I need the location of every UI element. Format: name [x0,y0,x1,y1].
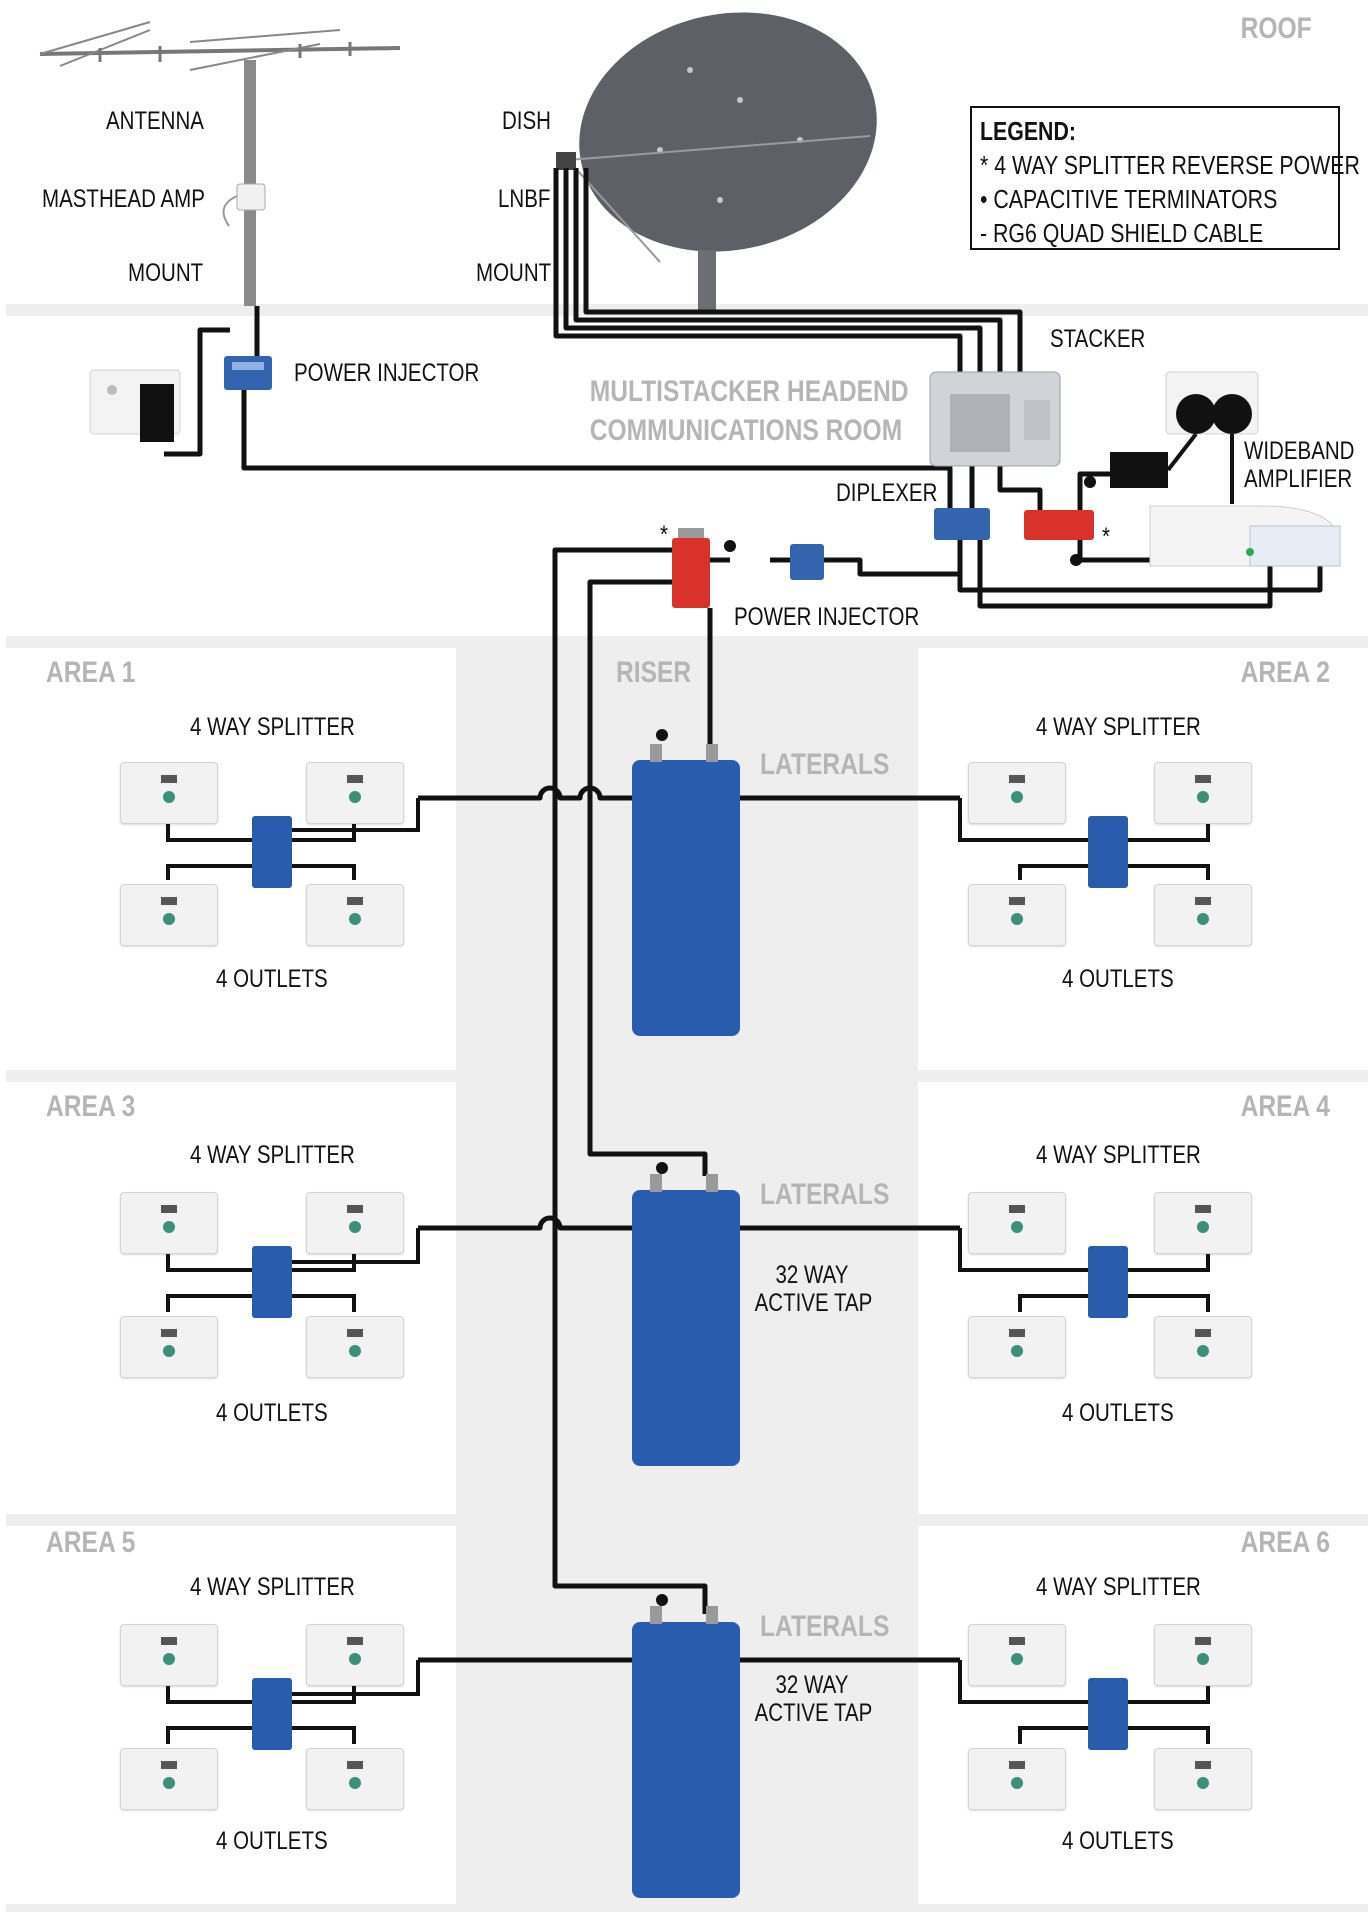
outlet-icon [120,1316,218,1378]
antenna-icon [39,21,401,306]
zone-headend-line2: COMMUNICATIONS ROOM [589,414,903,447]
satellite-dish-icon [556,12,877,310]
reverse-power-marker: * [1102,523,1110,551]
outlet-icon [968,762,1066,824]
label-dish: DISH [502,107,551,135]
active-tap-icon-3 [632,1606,740,1898]
power-injector-icon [224,356,272,390]
label-splitter-area2: 4 WAY SPLITTER [1036,713,1201,741]
capacitive-terminator-icon [656,476,1096,1606]
label-antenna: ANTENNA [106,107,204,135]
zone-area4: AREA 4 [1240,1090,1330,1123]
label-lnbf: LNBF [498,185,551,213]
outlet-icon [1154,762,1252,824]
label-laterals-3: LATERALS [760,1610,890,1643]
label-splitter-area4: 4 WAY SPLITTER [1036,1141,1201,1169]
label-outlets-area2: 4 OUTLETS [1062,965,1174,993]
label-tap-line2: ACTIVE TAP [754,1698,873,1727]
label-outlets-area1: 4 OUTLETS [216,965,328,993]
outlet-icon [120,1748,218,1810]
label-diplexer: DIPLEXER [836,479,938,507]
label-splitter-area1: 4 WAY SPLITTER [190,713,355,741]
outlet-icon [306,762,404,824]
wideband-amplifier-icon [1149,505,1341,567]
outlet-icon [306,1748,404,1810]
label-stacker: STACKER [1050,325,1146,353]
area-wiring [166,798,1210,1744]
label-active-tap-2: 32 WAY ACTIVE TAP [754,1261,873,1317]
label-wideband-line1: WIDEBAND [1244,437,1355,465]
legend-item: • CAPACITIVE TERMINATORS [980,184,1278,214]
outlet-icon [968,1192,1066,1254]
label-splitter-area5: 4 WAY SPLITTER [190,1573,355,1601]
outlet-icon [968,884,1066,946]
power-injector-bottom-icon [790,544,824,580]
diplexer-icon [934,508,990,540]
legend-item: * 4 WAY SPLITTER REVERSE POWER [980,150,1360,180]
label-mount-right: MOUNT [476,259,552,287]
outlet-icon [306,1316,404,1378]
area-splitter-icons [252,816,1128,1750]
area-divider-3 [6,1070,1368,1082]
label-power-injector-bottom: POWER INJECTOR [734,603,920,631]
zone-roof: ROOF [1240,12,1312,45]
outlet-icon [1154,884,1252,946]
stacker-icon [929,371,1061,467]
outlet-icon [120,1624,218,1686]
wall-power-point-icon [1110,371,1259,504]
outlet-icon [120,884,218,946]
outlet-icon [306,1624,404,1686]
active-tap-icon-1 [632,744,740,1036]
outlet-icon [120,762,218,824]
label-wideband-amplifier: WIDEBAND AMPLIFIER [1244,437,1355,493]
label-active-tap-3: 32 WAY ACTIVE TAP [754,1671,873,1727]
label-mount-left: MOUNT [128,259,204,287]
label-splitter-area3: 4 WAY SPLITTER [190,1141,355,1169]
label-outlets-area4: 4 OUTLETS [1062,1399,1174,1427]
label-power-injector-top: POWER INJECTOR [294,359,480,387]
label-laterals-1: LATERALS [760,748,890,781]
label-outlets-area6: 4 OUTLETS [1062,1827,1174,1855]
zone-headend: MULTISTACKER HEADEND COMMUNICATIONS ROOM [589,372,909,450]
outlet-icon [968,1748,1066,1810]
outlet-icon [306,1192,404,1254]
outlet-icon [968,1624,1066,1686]
label-tap-line1: 32 WAY [775,1261,849,1289]
red-splitter-headend-icon [1024,510,1094,540]
zone-area3: AREA 3 [46,1090,136,1123]
power-outlet-icon [89,369,181,442]
outlet-icon [1154,1192,1252,1254]
outlet-icon [120,1192,218,1254]
outlet-icon [1154,1624,1252,1686]
zone-area5: AREA 5 [46,1526,136,1559]
legend-box: LEGEND: * 4 WAY SPLITTER REVERSE POWER •… [970,106,1360,250]
bottom-divider [6,1904,1368,1912]
outlet-icon [1154,1316,1252,1378]
reverse-power-marker: * [660,521,668,549]
legend-item: - RG6 QUAD SHIELD CABLE [980,218,1264,248]
label-outlets-area3: 4 OUTLETS [216,1399,328,1427]
label-tap-line1: 32 WAY [775,1671,849,1699]
active-tap-icon-2 [632,1174,740,1466]
outlet-icon [306,884,404,946]
label-splitter-area6: 4 WAY SPLITTER [1036,1573,1201,1601]
label-tap-line2: ACTIVE TAP [754,1288,873,1317]
zone-area2: AREA 2 [1240,656,1330,689]
outlet-icon [1154,1748,1252,1810]
label-wideband-line2: AMPLIFIER [1244,464,1353,493]
label-masthead-amp: MASTHEAD AMP [42,185,205,213]
zone-headend-line1: MULTISTACKER HEADEND [589,375,909,408]
legend-title: LEGEND: [980,116,1076,146]
zone-riser: RISER [616,656,692,689]
red-splitter-riser-icon [672,528,710,608]
label-outlets-area5: 4 OUTLETS [216,1827,328,1855]
zone-area1: AREA 1 [46,656,136,689]
label-laterals-2: LATERALS [760,1178,890,1211]
outlet-icon [968,1316,1066,1378]
masthead-amp-icon [222,183,266,227]
zone-area6: AREA 6 [1240,1526,1330,1559]
area-divider-5 [6,1514,1368,1526]
cable-runs [164,168,1323,1663]
